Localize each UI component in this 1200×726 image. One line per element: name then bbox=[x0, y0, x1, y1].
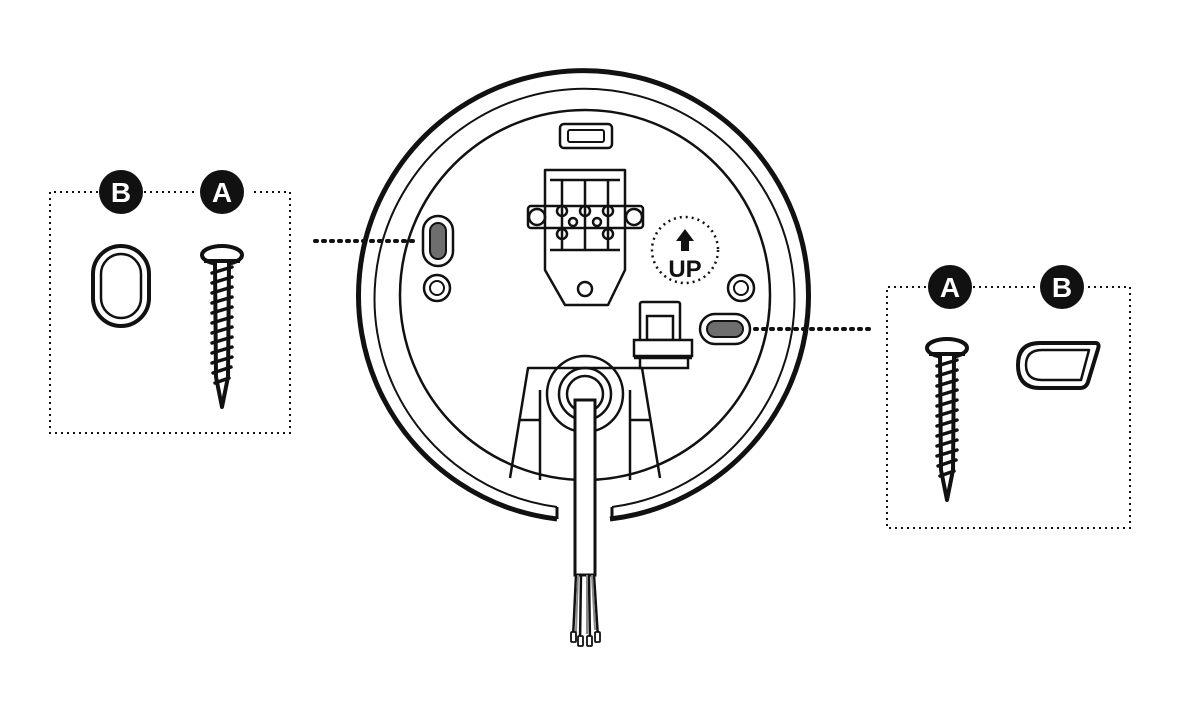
right-badge-a-label: A bbox=[940, 272, 960, 303]
right-screw-hole bbox=[726, 273, 756, 303]
up-indicator: UP bbox=[650, 215, 720, 285]
left-kit: B A bbox=[49, 170, 291, 434]
left-kit-frame bbox=[49, 191, 291, 434]
cable bbox=[570, 398, 601, 647]
screw-icon bbox=[200, 244, 244, 409]
oval-spacer-icon bbox=[91, 244, 151, 328]
left-screw-hole bbox=[422, 273, 452, 303]
left-badge-b-label: B bbox=[111, 177, 131, 208]
top-latch bbox=[558, 122, 614, 150]
cable-housing bbox=[508, 354, 662, 480]
left-mounting-slot bbox=[421, 214, 455, 268]
left-badge-b: B bbox=[99, 170, 143, 214]
wedge-spacer-icon bbox=[1016, 341, 1101, 390]
right-badge-a: A bbox=[928, 265, 972, 309]
left-badge-a-label: A bbox=[212, 177, 232, 208]
up-arrow-icon bbox=[676, 229, 694, 251]
connector-clip bbox=[632, 300, 694, 370]
up-label: UP bbox=[668, 256, 701, 283]
right-kit: A B bbox=[886, 265, 1131, 529]
right-kit-frame bbox=[886, 286, 1131, 529]
right-badge-b-label: B bbox=[1052, 272, 1072, 303]
right-badge-b: B bbox=[1040, 265, 1084, 309]
right-mounting-slot bbox=[698, 312, 752, 346]
screw-icon bbox=[925, 337, 969, 502]
left-badge-a: A bbox=[200, 170, 244, 214]
terminal-block bbox=[526, 168, 645, 307]
